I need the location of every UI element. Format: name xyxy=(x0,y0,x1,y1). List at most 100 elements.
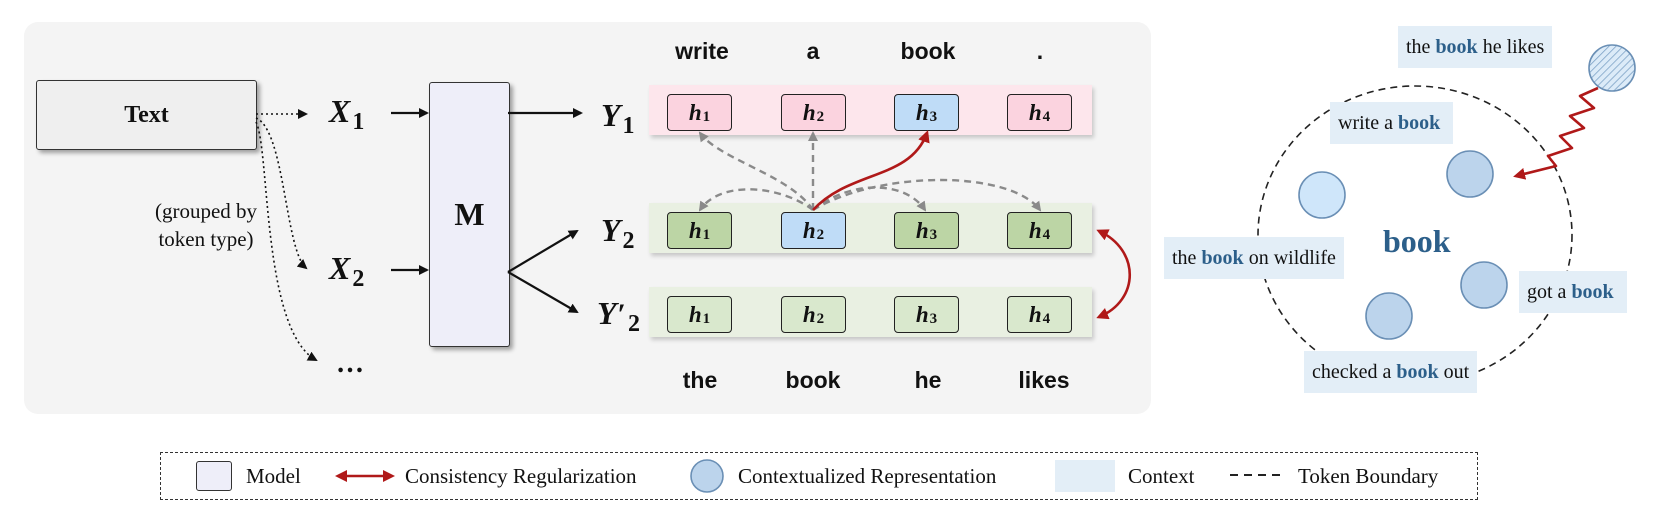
output-y2-sub: 2 xyxy=(622,228,635,254)
bottom-word-1: the xyxy=(682,367,718,393)
h-sub: 4 xyxy=(1042,227,1051,243)
squiggle-arrow xyxy=(1513,86,1599,180)
h-label: h xyxy=(1028,301,1042,327)
output-y2-prime: Y′2 xyxy=(597,295,640,337)
output-y2p-var: Y xyxy=(597,295,617,331)
h-label: h xyxy=(915,301,929,327)
output-y1-var: Y xyxy=(601,97,621,133)
h-sub: 1 xyxy=(702,109,711,125)
legend-context-swatch xyxy=(1055,460,1115,492)
grouping-caption-line2: token type) xyxy=(158,227,254,251)
ctx-kw: book xyxy=(1435,35,1478,58)
h-label: h xyxy=(802,99,816,125)
h-sub: 3 xyxy=(929,311,938,327)
outlier-representation-circle xyxy=(1588,44,1636,92)
bottom-word-4: likes xyxy=(1018,367,1070,393)
h-sub: 3 xyxy=(929,227,938,243)
h-sub: 4 xyxy=(1042,311,1051,327)
center-word: book xyxy=(1383,223,1451,259)
h-label: h xyxy=(688,217,702,243)
top-word-4: . xyxy=(1036,38,1044,64)
legend-representation-circle xyxy=(690,459,724,493)
input-x1-sub: 1 xyxy=(352,109,365,135)
ctx-before: got a xyxy=(1527,280,1567,303)
h-sub: 2 xyxy=(816,227,825,243)
embedding-space xyxy=(1257,85,1573,385)
red-consistency-arrows xyxy=(812,130,1132,320)
top-word-2: a xyxy=(806,38,820,64)
representation-circle xyxy=(1446,150,1494,198)
grouping-caption: (grouped by token type) xyxy=(136,197,276,253)
input-x2-sub: 2 xyxy=(352,266,365,292)
grouping-caption-line1: (grouped by xyxy=(154,199,258,223)
ctx-after: out xyxy=(1443,360,1470,383)
h-sub: 2 xyxy=(816,109,825,125)
ctx-kw: book xyxy=(1201,246,1244,269)
h-label: h xyxy=(915,217,929,243)
h-sub: 1 xyxy=(702,227,711,243)
h-label: h xyxy=(1028,99,1042,125)
legend-contextualized-label: Contextualized Representation xyxy=(738,464,997,488)
dotted-split-arrows xyxy=(255,109,318,361)
h-sub: 1 xyxy=(702,311,711,327)
h-sub: 3 xyxy=(929,109,938,125)
ctx-after: he likes xyxy=(1482,35,1545,58)
legend-model-swatch xyxy=(196,461,232,491)
h-sub: 2 xyxy=(816,311,825,327)
output-y1-sub: 1 xyxy=(622,113,635,139)
text-box: Text xyxy=(36,80,257,150)
h-label: h xyxy=(688,99,702,125)
input-ellipsis: … xyxy=(336,348,364,379)
ctx-kw: book xyxy=(1397,111,1441,134)
bottom-word-3: he xyxy=(914,367,942,393)
top-word-3: book xyxy=(900,38,956,64)
ctx-before: the xyxy=(1406,35,1431,58)
gray-attention-arrows xyxy=(698,131,1042,212)
legend xyxy=(160,452,1478,500)
h-label: h xyxy=(802,301,816,327)
ctx-kw: book xyxy=(1396,360,1439,383)
solid-flow-arrows xyxy=(391,108,583,314)
legend-model-label: Model xyxy=(246,464,301,488)
input-x2-var: X xyxy=(329,250,351,286)
h-label: h xyxy=(915,99,929,125)
representation-circle xyxy=(1460,261,1508,309)
legend-consistency-label: Consistency Regularization xyxy=(405,464,637,488)
h-sub: 4 xyxy=(1042,109,1051,125)
top-word-1: write xyxy=(675,38,729,64)
legend-context-label: Context xyxy=(1128,464,1195,488)
representation-circle xyxy=(1365,292,1413,340)
representation-circle xyxy=(1298,171,1346,219)
model-box: M xyxy=(429,82,510,347)
output-y2-var: Y xyxy=(601,212,621,248)
bottom-word-2: book xyxy=(785,367,841,393)
ctx-kw: book xyxy=(1571,280,1614,303)
ctx-before: checked a xyxy=(1312,360,1392,383)
legend-boundary-label: Token Boundary xyxy=(1298,464,1439,488)
output-y2p-prime: ′ xyxy=(617,298,626,331)
ctx-before: the xyxy=(1172,246,1197,269)
input-x1-var: X xyxy=(329,93,351,129)
